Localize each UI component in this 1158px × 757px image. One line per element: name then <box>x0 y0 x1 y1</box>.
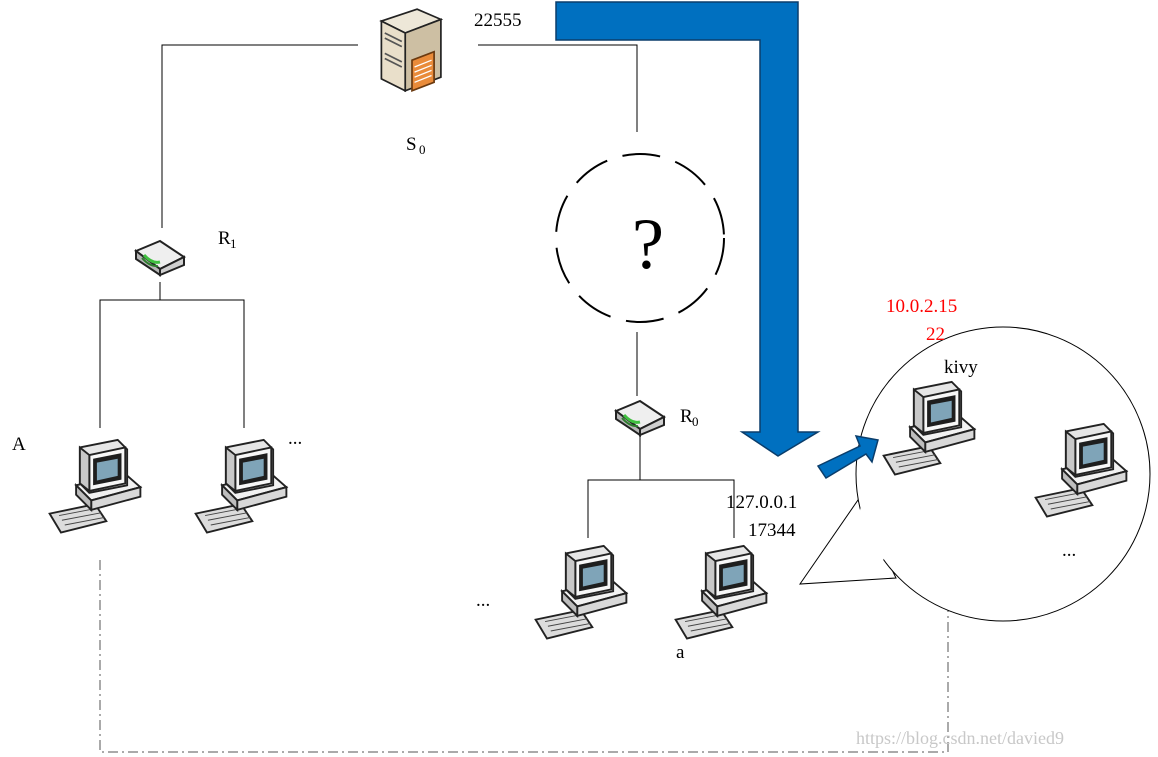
host-kivy-ip: 10.0.2.15 <box>886 296 957 317</box>
router-icon <box>614 399 666 437</box>
router-r1-label: R <box>218 228 231 249</box>
watermark-text: https://blog.csdn.net/davied9 <box>856 728 1064 748</box>
link-r0-hosts-bus <box>587 479 735 538</box>
host-mid-ellipsis: ... <box>476 590 490 611</box>
link-server-r1 <box>161 44 358 228</box>
big-blue-arrow-shape <box>555 1 821 457</box>
big-blue-arrow <box>555 1 821 457</box>
router-r0-label: R <box>680 406 693 427</box>
server-s0: 22555 S 0 <box>380 8 522 157</box>
host-a-port: 17344 <box>748 520 796 541</box>
computer-icon <box>534 544 628 640</box>
unknown-network-circle <box>555 153 725 323</box>
router-r0-subscript: 0 <box>692 414 699 429</box>
host-a: 127.0.0.1 17344 a <box>674 492 797 663</box>
host-A: A <box>12 434 142 534</box>
host-left-ellipsis: ... <box>288 428 302 449</box>
host-a-label: a <box>676 642 685 663</box>
link-server-cloud <box>478 44 638 132</box>
server-label: S <box>406 134 417 155</box>
computer-icon <box>674 544 768 640</box>
router-r1: R 1 <box>134 228 237 277</box>
callout-join-mask <box>851 508 891 572</box>
server-port-label: 22555 <box>474 10 522 31</box>
host-a-ip: 127.0.0.1 <box>726 492 797 513</box>
host-kivy-label: kivy <box>944 357 978 378</box>
router-r1-subscript: 1 <box>230 236 237 251</box>
unknown-network: ? <box>555 153 725 323</box>
computer-icon <box>194 438 288 534</box>
host-kivy-port: 22 <box>926 324 945 345</box>
link-r1-hosts-bus <box>99 299 245 428</box>
tunnel-dashdot-line <box>99 508 949 753</box>
host-zoom-ellipsis: ... <box>1062 540 1076 561</box>
host-kivy: 10.0.2.15 22 kivy <box>882 296 978 476</box>
router-r0: R 0 <box>614 399 699 437</box>
computer-icon <box>48 438 142 534</box>
host-zoom-2: ... <box>1034 422 1128 561</box>
server-label-subscript: 0 <box>419 142 426 157</box>
server-icon <box>380 8 442 92</box>
host-A-label: A <box>12 434 26 455</box>
unknown-network-label: ? <box>632 204 664 284</box>
small-blue-arrow <box>816 435 879 480</box>
connection-lines <box>99 44 735 538</box>
host-left-2: ... <box>194 428 302 534</box>
host-mid-1: ... <box>476 544 628 640</box>
router-icon <box>134 239 186 277</box>
